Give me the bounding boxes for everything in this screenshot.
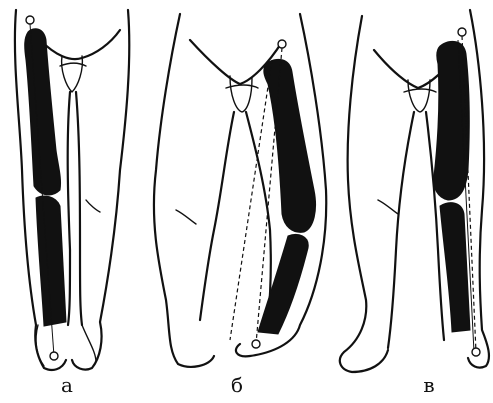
reference-pin-icon <box>50 352 58 360</box>
panel-c-drawing <box>340 10 489 372</box>
femur-shape <box>434 41 470 200</box>
tibia-shape <box>440 203 470 332</box>
panel-a-label: а <box>52 374 82 396</box>
tibia-shape <box>258 235 308 335</box>
reference-pin-icon <box>472 348 480 356</box>
panel-b-label: б <box>222 374 252 396</box>
panel-a-drawing <box>15 10 129 370</box>
reference-pin-icon <box>458 28 466 36</box>
reference-pin-icon <box>278 40 286 48</box>
panel-c-label: в <box>414 374 444 396</box>
panel-b-drawing <box>154 14 326 367</box>
reference-pin-icon <box>26 16 34 24</box>
femur-shape <box>264 59 316 232</box>
tibia-shape <box>36 196 66 326</box>
reference-pin-icon <box>252 340 260 348</box>
